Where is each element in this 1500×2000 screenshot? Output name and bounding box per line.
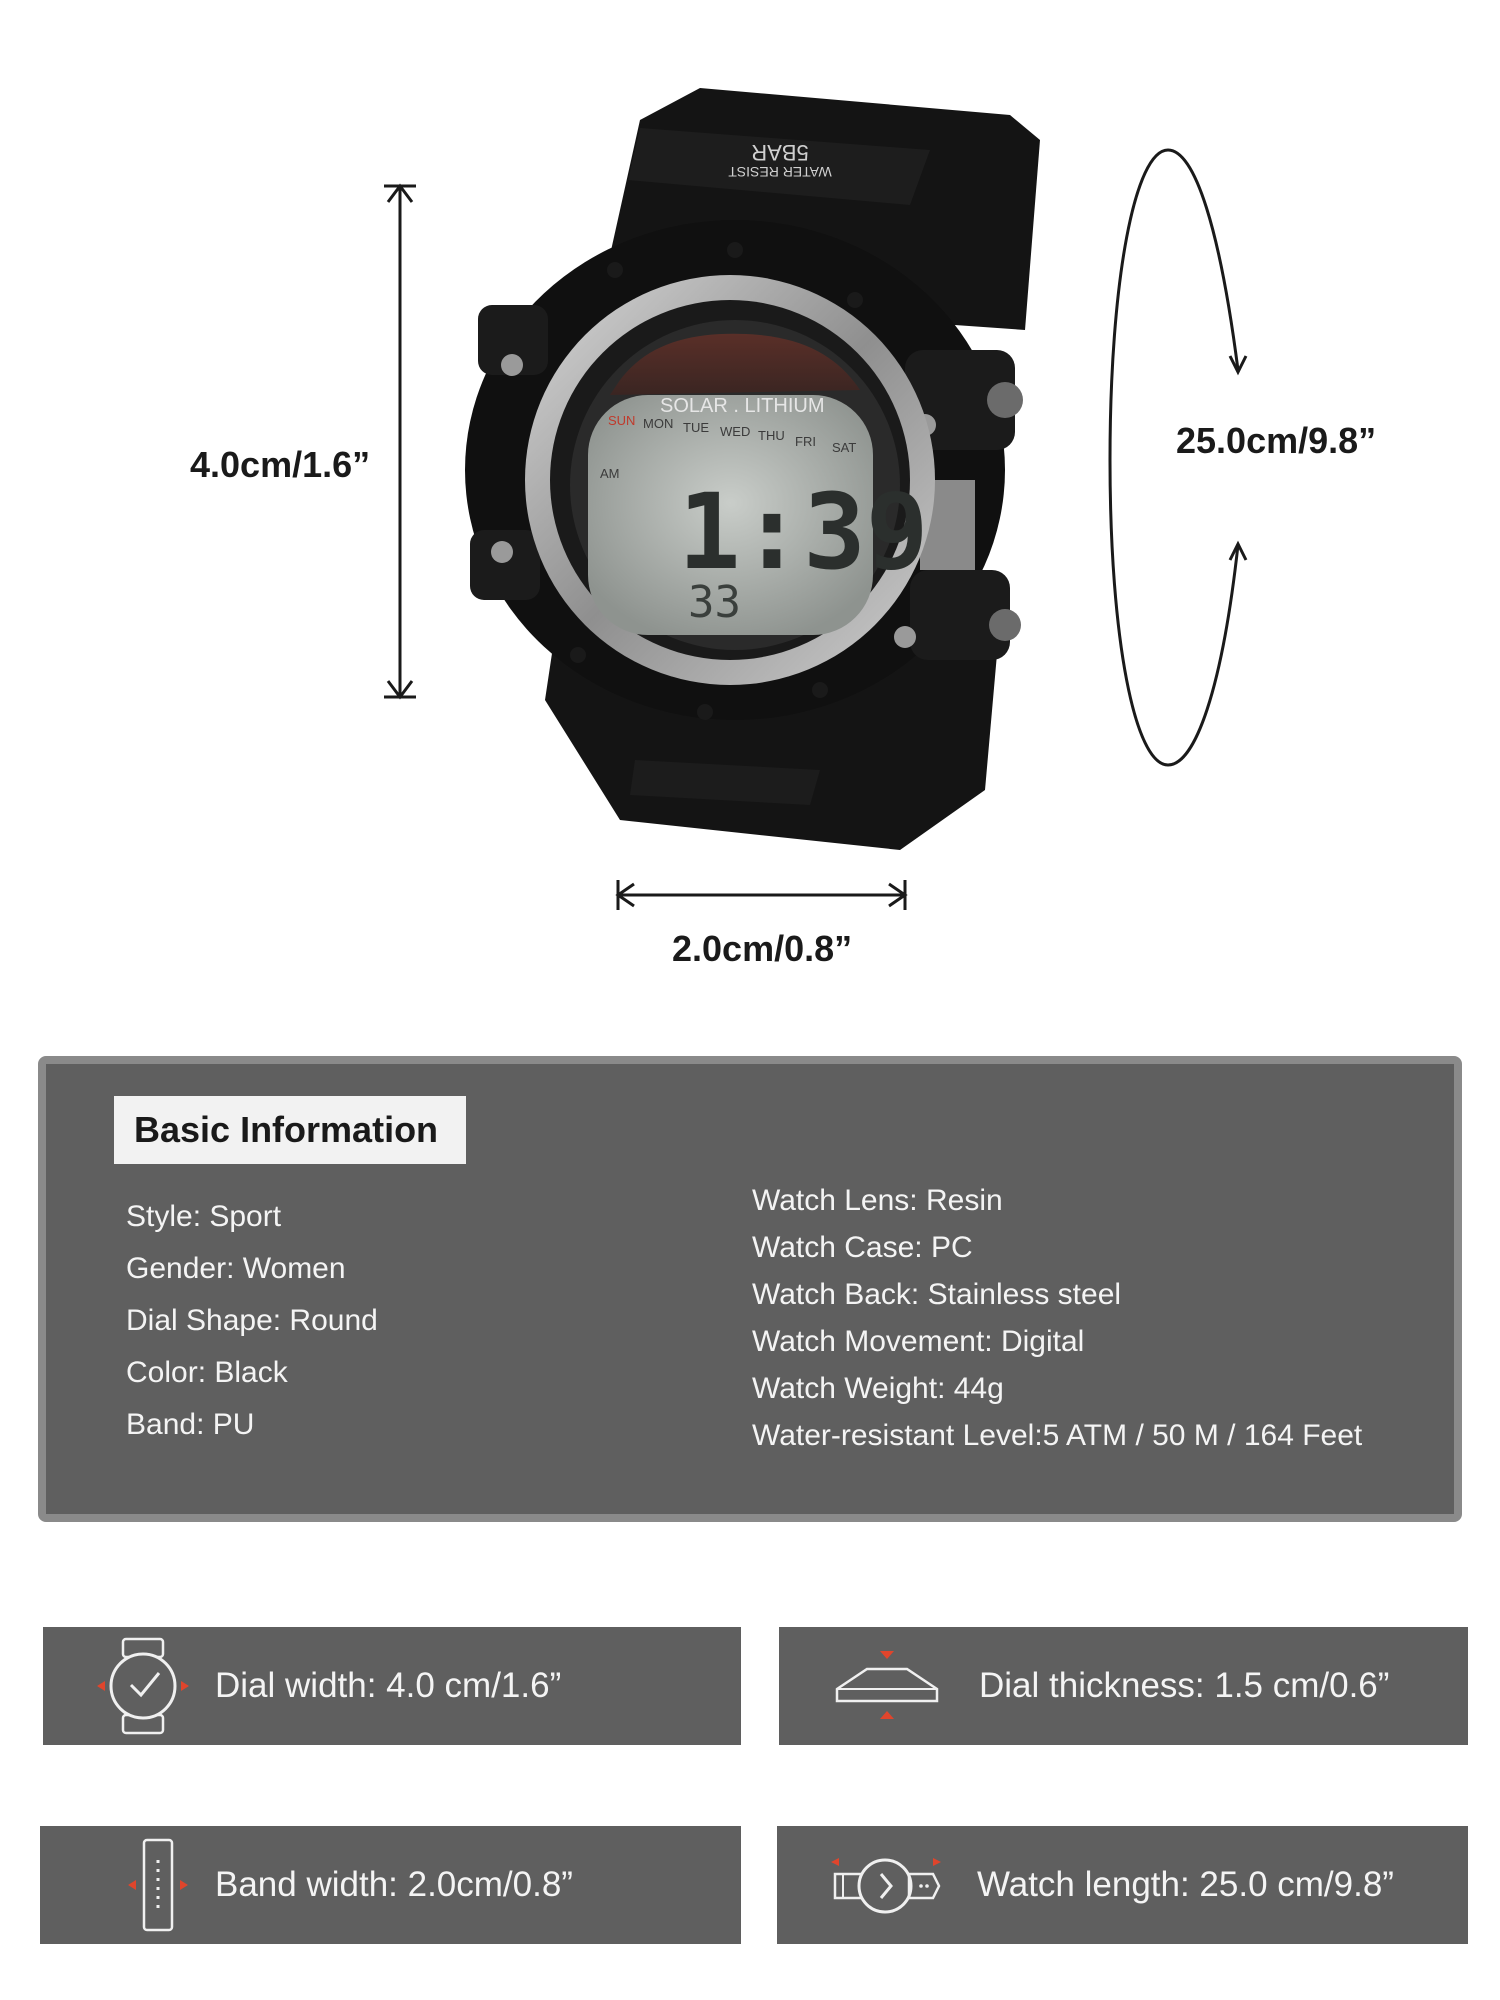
basic-info-left-column: Style: Sport Gender: Women Dial Shape: R… — [126, 1200, 686, 1460]
info-watch-lens: Watch Lens: Resin — [752, 1184, 1003, 1217]
product-photo: SOLAR . LITHIUM SUN MON TUE WED THU FRI … — [384, 88, 1248, 910]
basic-info-right-column: Watch Lens: Resin Watch Case: PC Watch B… — [752, 1184, 1432, 1474]
day-mon: MON — [643, 416, 673, 431]
dial-thickness-box: Dial thickness: 1.5 cm/0.6” — [779, 1627, 1468, 1745]
lcd-time: 1:39 — [678, 471, 928, 593]
day-wed: WED — [720, 424, 750, 439]
day-sun: SUN — [608, 413, 635, 428]
watch-length-box: Watch length: 25.0 cm/9.8” — [777, 1826, 1468, 1944]
dial-profile-icon — [835, 1651, 939, 1719]
am-indicator: AM — [600, 466, 620, 481]
band-strap-icon — [128, 1838, 188, 1932]
dial-width-box: Dial width: 4.0 cm/1.6” — [43, 1627, 741, 1745]
day-fri: FRI — [795, 434, 816, 449]
height-dimension-line — [384, 183, 416, 700]
info-watch-movement: Watch Movement: Digital — [752, 1325, 1085, 1358]
watch-length-icon — [831, 1858, 941, 1914]
watch-face-icon — [97, 1637, 189, 1735]
info-watch-case: Watch Case: PC — [752, 1231, 973, 1264]
band-text-5bar: 5BAR — [751, 140, 808, 165]
info-water-resistant: Water-resistant Level:5 ATM / 50 M / 164… — [752, 1419, 1363, 1452]
width-dimension-line — [615, 880, 908, 910]
info-band: Band: PU — [126, 1408, 255, 1441]
watch-face-brand: SOLAR . LITHIUM — [660, 395, 824, 417]
band-text-water-resist: WATER RESIST — [728, 164, 832, 180]
day-tue: TUE — [683, 420, 709, 435]
info-dial-shape: Dial Shape: Round — [126, 1304, 378, 1337]
info-color: Color: Black — [126, 1356, 288, 1389]
basic-information-panel: Basic Information Style: Sport Gender: W… — [38, 1056, 1462, 1522]
dial-thickness-text: Dial thickness: 1.5 cm/0.6” — [979, 1666, 1390, 1705]
info-style: Style: Sport — [126, 1200, 282, 1233]
height-dimension-label: 4.0cm/1.6” — [190, 444, 371, 485]
watch-length-text: Watch length: 25.0 cm/9.8” — [977, 1865, 1394, 1904]
info-watch-weight: Watch Weight: 44g — [752, 1372, 1004, 1405]
band-width-box: Band width: 2.0cm/0.8” — [40, 1826, 741, 1944]
info-watch-back: Watch Back: Stainless steel — [752, 1278, 1122, 1311]
day-thu: THU — [758, 428, 785, 443]
basic-information-title: Basic Information — [114, 1096, 466, 1164]
watch-image: SOLAR . LITHIUM SUN MON TUE WED THU FRI … — [465, 88, 1040, 850]
dial-width-text: Dial width: 4.0 cm/1.6” — [215, 1666, 562, 1705]
info-gender: Gender: Women — [126, 1252, 346, 1285]
circumference-loop — [1108, 148, 1248, 767]
width-dimension-label: 2.0cm/0.8” — [672, 928, 853, 969]
day-sat: SAT — [832, 440, 856, 455]
lcd-seconds: 33 — [688, 577, 741, 628]
band-width-text: Band width: 2.0cm/0.8” — [215, 1865, 573, 1904]
circumference-dimension-label: 25.0cm/9.8” — [1176, 420, 1377, 461]
